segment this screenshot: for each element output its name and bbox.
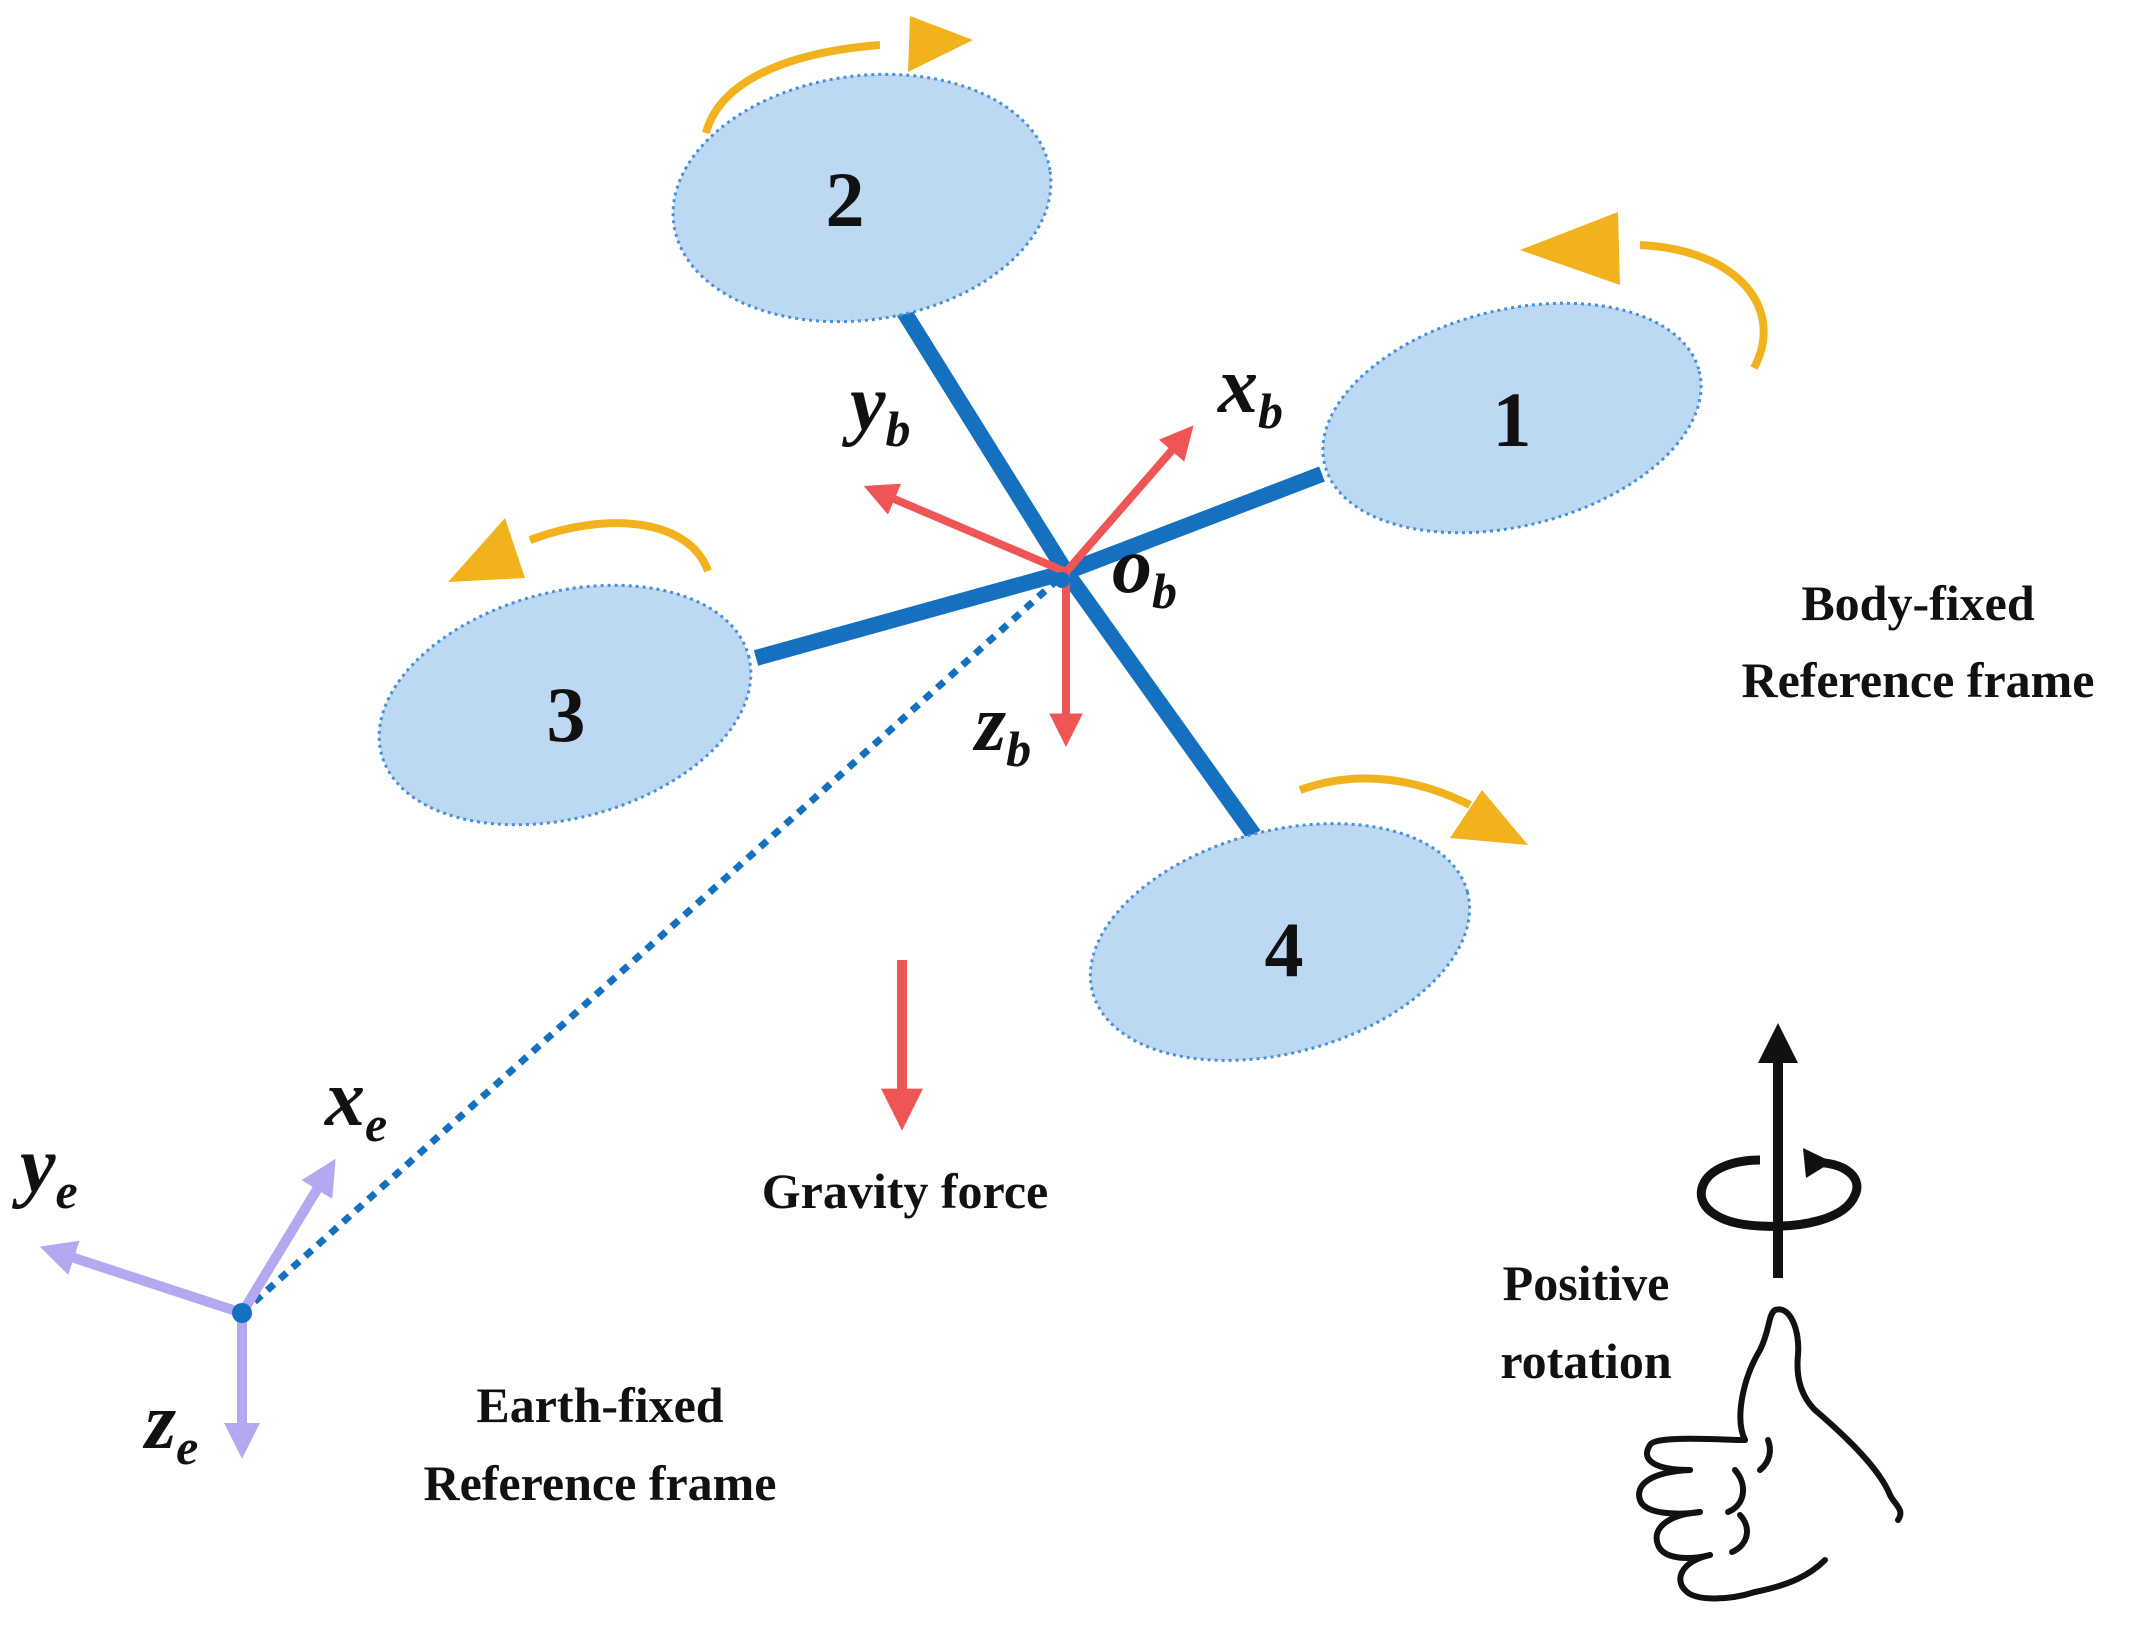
body-z-label: zb: [972, 680, 1031, 777]
propeller-4-label: 4: [1265, 906, 1304, 993]
propeller-3: 3: [377, 583, 753, 827]
thumb-up-hand-icon: [1636, 1306, 1904, 1602]
earth-x-label: xe: [324, 1055, 387, 1152]
earth-frame-axes: [39, 1158, 336, 1459]
positive-rotation-line2: rotation: [1500, 1333, 1671, 1389]
earth-y-axis-arrow: [39, 1240, 244, 1318]
propeller-3-label: 3: [547, 671, 586, 758]
earth-frame-title-line1: Earth-fixed: [476, 1377, 723, 1433]
earth-origin-dot: [232, 1303, 252, 1323]
body-frame-axes: [863, 425, 1194, 748]
rotation-arrow-icon: [1696, 1023, 1862, 1278]
earth-z-label: ze: [142, 1378, 198, 1475]
body-y-label: yb: [841, 360, 911, 457]
spin-arrow-3: [448, 518, 712, 582]
body-y-axis-arrow: [863, 483, 1068, 576]
spin-arrow-2: [702, 16, 973, 135]
spin-arrow-1: [1520, 212, 1768, 370]
body-origin-label: ob: [1112, 522, 1177, 619]
earth-frame-title-line2: Reference frame: [423, 1455, 776, 1511]
earth-x-axis-arrow: [237, 1158, 336, 1316]
body-frame-title-line2: Reference frame: [1741, 652, 2094, 708]
body-x-label: xb: [1217, 342, 1283, 439]
propeller-1: 1: [1321, 301, 1703, 535]
spin-arrow-4: [1298, 774, 1528, 845]
earth-y-label: ye: [11, 1122, 78, 1219]
propeller-2: 2: [671, 72, 1053, 324]
positive-rotation-line1: Positive: [1503, 1255, 1670, 1311]
propeller-1-label: 1: [1493, 376, 1532, 463]
propeller-4: 4: [1088, 822, 1472, 1062]
propeller-2-label: 2: [826, 156, 865, 243]
gravity-label: Gravity force: [762, 1163, 1048, 1219]
quadrotor-arms: [753, 299, 1325, 840]
body-x-axis-arrow: [1062, 425, 1194, 575]
body-frame-title-line1: Body-fixed: [1801, 575, 2035, 631]
position-vector-line: [239, 569, 1069, 1316]
body-origin-dot: [1054, 572, 1070, 588]
